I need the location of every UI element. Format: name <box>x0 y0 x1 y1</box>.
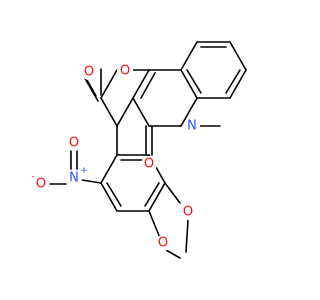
bond <box>100 97 118 127</box>
bond <box>144 182 160 207</box>
atom-label: O <box>84 65 94 80</box>
bond <box>132 97 150 127</box>
bond <box>185 219 189 253</box>
bond <box>140 72 156 99</box>
bond <box>116 97 134 127</box>
atom-o-nitro-up: O <box>66 135 82 151</box>
atom-o-dioxole-upper: O <box>180 204 196 220</box>
atom-label: N <box>187 119 197 134</box>
bond <box>100 154 118 184</box>
atom-label: N <box>69 171 79 186</box>
bond <box>81 179 102 184</box>
atom-charge: - <box>31 172 34 182</box>
bond <box>225 69 241 94</box>
bond <box>229 41 247 71</box>
atom-o-carbonyl-bottom: O <box>141 156 157 172</box>
molecule-diagram: O O N O N + O - O O <box>31 41 247 259</box>
atom-label: O <box>69 136 79 151</box>
bond <box>180 97 198 127</box>
bond <box>229 69 247 99</box>
atom-label: O <box>158 236 168 251</box>
atom-label: O <box>183 205 193 220</box>
bond <box>165 249 181 259</box>
atom-o-dioxole-lower: O <box>155 235 171 251</box>
bond <box>164 182 181 204</box>
atom-o-ring-pyran: O <box>117 63 133 79</box>
bond <box>180 41 198 71</box>
bond <box>180 69 198 99</box>
atom-label: O <box>120 64 130 79</box>
atom-o-carbonyl-top: O <box>81 64 97 80</box>
atom-label: O <box>144 157 154 172</box>
atom-n-nitro: N + <box>66 166 88 186</box>
structure-drawing: O O N O N + O - O O <box>31 41 247 259</box>
bond <box>106 182 122 207</box>
bond <box>186 69 202 94</box>
atom-layer: O O N O N + O - O O <box>31 63 200 251</box>
atom-n-ring-quinolone: N <box>184 118 200 134</box>
bond <box>100 182 118 212</box>
bond <box>100 69 118 99</box>
atom-o-nitro-left: O - <box>31 172 49 192</box>
bond <box>148 182 166 212</box>
atom-charge: + <box>80 166 88 176</box>
bond <box>148 210 161 239</box>
bond-layer <box>49 41 247 259</box>
bond <box>82 74 99 102</box>
atom-label: O <box>36 177 46 192</box>
bond <box>132 69 150 99</box>
